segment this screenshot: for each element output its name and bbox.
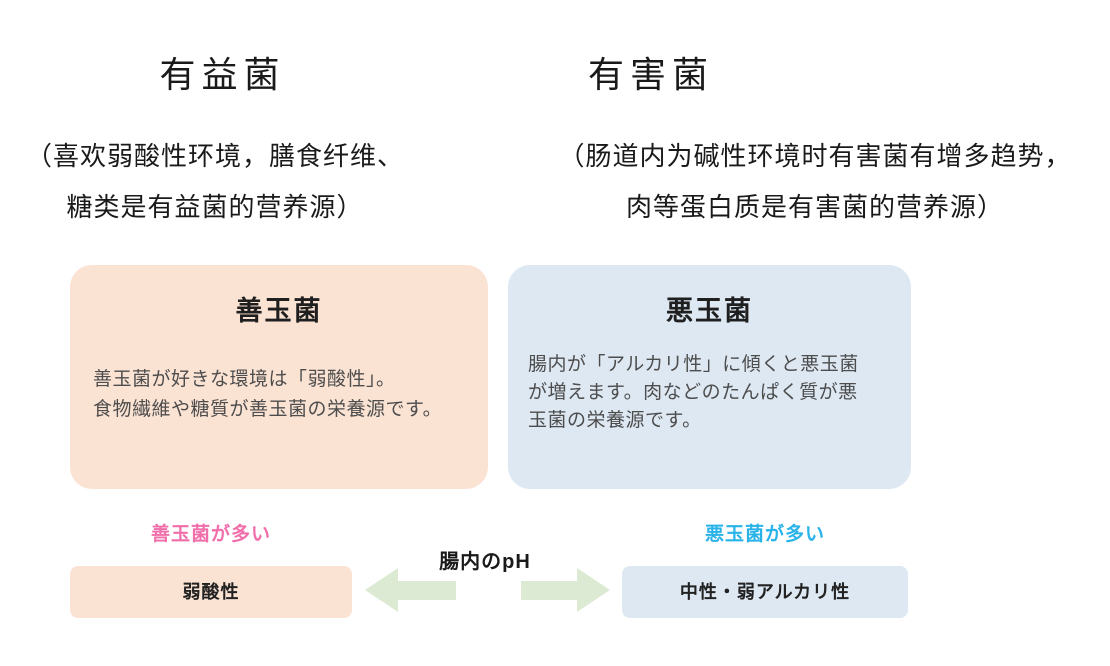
beneficial-bacteria-description: （喜欢弱酸性环境，膳食纤维、 糖类是有益菌的营养源）: [0, 131, 430, 233]
bad-card-body-line3: 玉菌の栄養源です。: [528, 410, 702, 431]
neutral-weak-alkali-box: 中性・弱アルカリ性: [622, 566, 908, 618]
bad-bacteria-card-title: 悪玉菌: [666, 296, 753, 326]
bad-bacteria-many-caption: 悪玉菌が多い: [704, 524, 825, 545]
harmful-description-line2: 肉等蛋白质是有害菌的营养源）: [625, 193, 1004, 222]
good-bacteria-card-body: 善玉菌が好きな環境は「弱酸性」。 食物繊維や糖質が善玉菌の栄養源です。: [93, 365, 442, 425]
good-card-body-line1: 善玉菌が好きな環境は「弱酸性」。: [93, 369, 396, 390]
intestinal-ph-label: 腸内のpH: [439, 551, 531, 573]
bad-card-body-line2: が増えます。肉などのたんぱく質が悪: [528, 382, 858, 403]
harmful-bacteria-description: （肠道内为碱性环境时有害菌有增多趋势， 肉等蛋白质是有害菌的营养源）: [535, 131, 1095, 233]
beneficial-bacteria-heading: 有益菌: [159, 55, 286, 95]
good-bacteria-many-caption: 善玉菌が多い: [150, 524, 271, 545]
harmful-bacteria-heading: 有害菌: [587, 55, 714, 95]
good-bacteria-card: 善玉菌 善玉菌が好きな環境は「弱酸性」。 食物繊維や糖質が善玉菌の栄養源です。: [70, 265, 488, 489]
bad-bacteria-card: 悪玉菌 腸内が「アルカリ性」に傾くと悪玉菌 が増えます。肉などのたんぱく質が悪 …: [508, 265, 911, 489]
ph-arrow-right-icon: [521, 568, 610, 612]
ph-arrow-left-icon: [365, 568, 456, 612]
beneficial-description-line2: 糖类是有益菌的营养源）: [66, 193, 364, 222]
harmful-description-line1: （肠道内为碱性环境时有害菌有增多趋势，: [558, 142, 1072, 171]
weak-acid-box: 弱酸性: [70, 566, 352, 618]
good-card-body-line2: 食物繊維や糖質が善玉菌の栄養源です。: [93, 399, 443, 420]
good-bacteria-card-title: 善玉菌: [235, 296, 323, 326]
bad-card-body-line1: 腸内が「アルカリ性」に傾くと悪玉菌: [528, 354, 859, 375]
beneficial-description-line1: （喜欢弱酸性环境，膳食纤维、: [25, 142, 404, 171]
bad-bacteria-card-body: 腸内が「アルカリ性」に傾くと悪玉菌 が増えます。肉などのたんぱく質が悪 玉菌の栄…: [528, 351, 859, 435]
